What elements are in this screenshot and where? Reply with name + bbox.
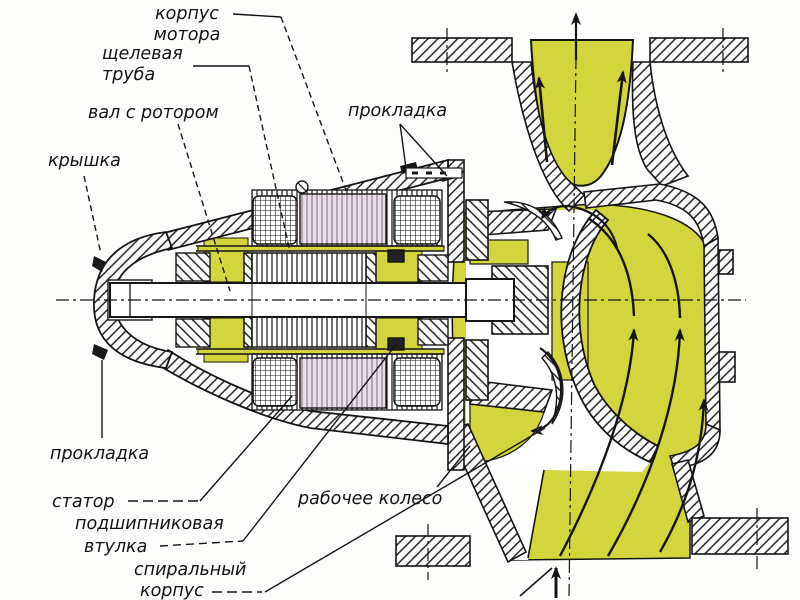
discharge-wall-right xyxy=(631,61,690,187)
label-shaft-with-rotor: вал с ротором xyxy=(88,103,219,123)
flow-arrow xyxy=(610,70,627,166)
leader-lines xyxy=(83,13,546,593)
casing-front-wall-bottom xyxy=(447,337,465,471)
volute-inner-wall xyxy=(560,208,660,464)
label-gasket-bottom: прокладка xyxy=(50,444,149,464)
bushing-dark xyxy=(387,249,405,263)
flow-arrows xyxy=(519,12,709,598)
seal-housing-top xyxy=(465,199,489,261)
casing-boss-1 xyxy=(718,249,734,275)
end-winding xyxy=(252,195,298,245)
end-winding xyxy=(252,357,298,407)
joint-stud xyxy=(405,167,463,179)
bearing-sleeve xyxy=(175,318,211,348)
casing-corner-wall xyxy=(668,422,721,469)
end-winding xyxy=(393,195,441,245)
label-bearing-bushing: подшипниковая xyxy=(75,514,224,534)
label-motor-housing: мотора xyxy=(154,25,221,45)
discharge-flange-left xyxy=(411,37,513,63)
leader-impeller xyxy=(436,445,471,488)
casing-right-wall xyxy=(703,236,721,432)
flow-line xyxy=(647,233,682,319)
leader-spiral xyxy=(264,427,546,593)
recirculation-arrow-bottom xyxy=(530,347,563,436)
flow-arrow xyxy=(658,398,709,553)
leader-cover xyxy=(83,175,102,255)
label-spiral-housing: корпус xyxy=(140,581,204,600)
label-bearing-bushing: втулка xyxy=(84,537,147,557)
flow-line xyxy=(587,216,636,317)
screw-slot xyxy=(297,182,307,192)
inlet-guide-line xyxy=(519,567,553,597)
duct-edge xyxy=(527,469,545,559)
end-winding xyxy=(393,357,441,407)
bearing-sleeve xyxy=(175,252,211,282)
volute-casing xyxy=(395,37,789,567)
suction-flange-right xyxy=(691,517,789,555)
label-slot-tube: труба xyxy=(102,65,155,85)
discharge-flange-right xyxy=(649,37,749,63)
bearing-sleeve xyxy=(417,254,449,282)
bearings xyxy=(175,249,449,351)
label-impeller: рабочее колесо xyxy=(297,489,442,509)
leader-gasket-top xyxy=(399,123,448,177)
gasket-cover-top xyxy=(92,256,106,272)
label-spiral-housing: спиральный xyxy=(134,560,246,580)
label-cover: крышка xyxy=(48,151,121,171)
gasket-cover-bottom xyxy=(92,344,108,360)
leader-slot-tube-2 xyxy=(248,65,291,253)
suction-flange-left xyxy=(395,535,471,567)
bearing-sleeve xyxy=(417,318,449,346)
seal-housing-bottom xyxy=(465,339,489,401)
leader-stator xyxy=(199,395,293,502)
leader-shaft xyxy=(177,123,231,292)
label-motor-housing: корпус xyxy=(155,4,219,24)
leader-motor-housing xyxy=(232,13,282,18)
casing-front-wall-top xyxy=(447,159,465,263)
labels: корпус мотора щелевая труба вал с роторо… xyxy=(48,4,447,600)
stator-bottom xyxy=(251,353,443,411)
leader-motor-housing-2 xyxy=(280,16,348,194)
stator-top xyxy=(251,189,443,247)
leader-bushing-dash xyxy=(159,540,244,547)
flow-arrow xyxy=(606,328,685,557)
label-gasket-top: прокладка xyxy=(348,101,447,121)
motor-housing-bottom xyxy=(158,348,449,446)
centerlines xyxy=(56,28,758,597)
flow-arrow xyxy=(558,328,639,557)
flow-arrow xyxy=(535,76,549,163)
leader-bushing xyxy=(242,341,399,542)
vertical-axis xyxy=(568,55,577,597)
label-stator: статор xyxy=(52,492,115,512)
label-slot-tube: щелевая xyxy=(102,44,183,64)
casing-boss-2 xyxy=(718,351,736,383)
